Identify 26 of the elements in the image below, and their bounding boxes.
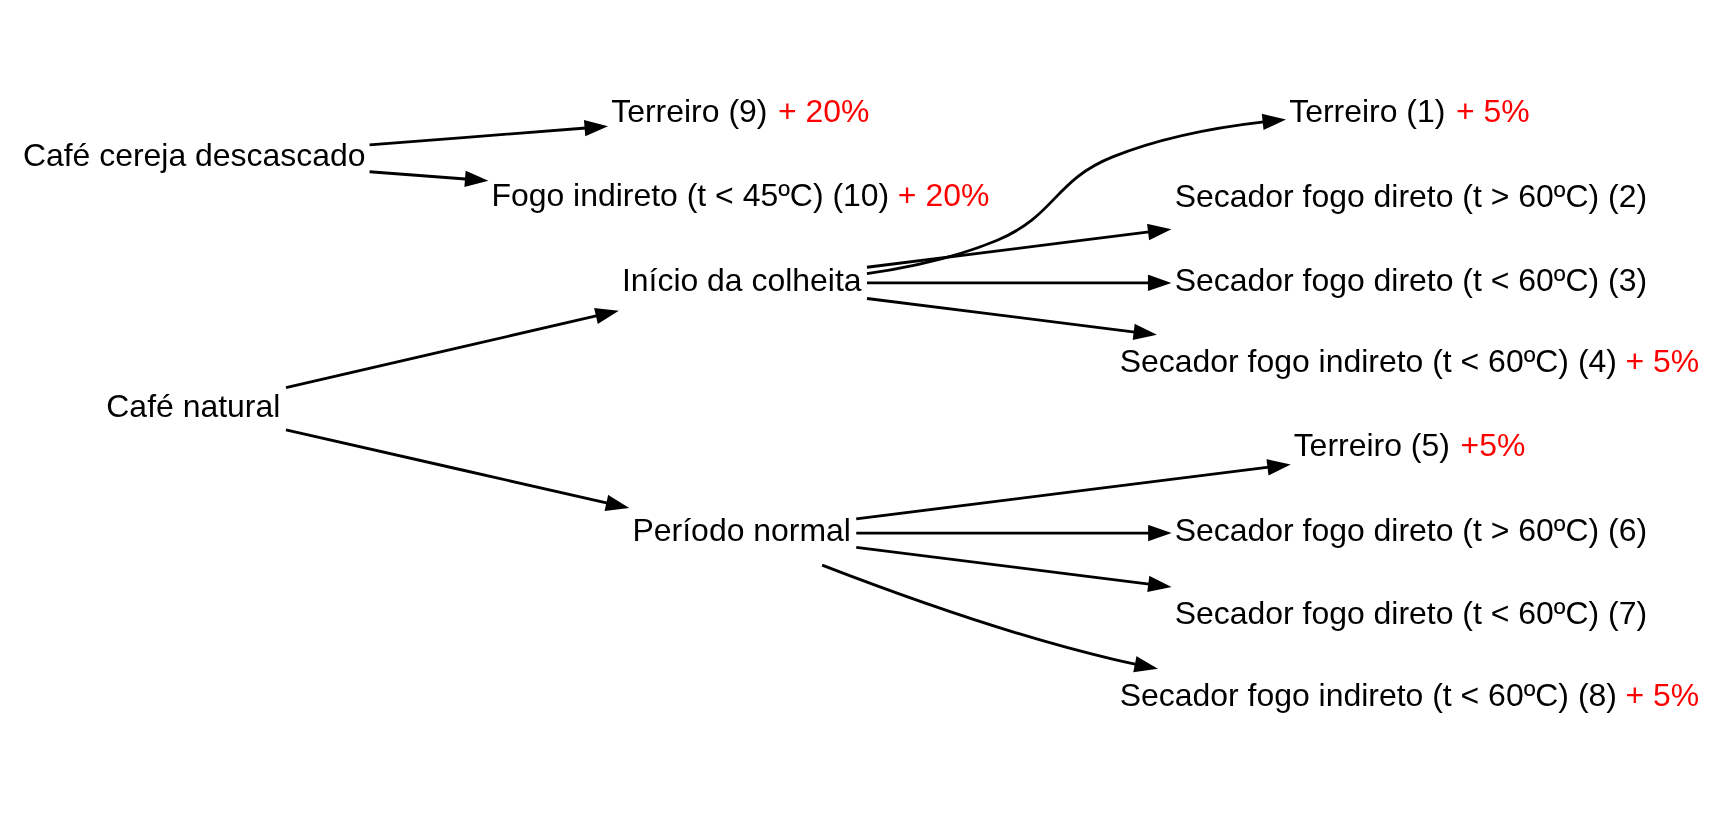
node-text: Secador fogo direto (t < 60ºC) (3) xyxy=(1174,261,1648,298)
arrow xyxy=(867,274,1172,292)
arrow xyxy=(856,459,1291,521)
arrow xyxy=(866,113,1286,276)
arrow xyxy=(866,297,1157,341)
node-text: Início da colheita xyxy=(621,261,862,298)
node-text: Fogo indireto (t < 45ºC) (10) + 20% xyxy=(491,176,990,213)
arrow xyxy=(866,223,1172,269)
node-text: Terreiro (5) +5% xyxy=(1293,426,1526,463)
arrow xyxy=(856,545,1172,593)
node-text: Secador fogo direto (t < 60ºC) (7) xyxy=(1174,595,1648,632)
arrow xyxy=(285,428,630,511)
node-text: Terreiro (1) + 5% xyxy=(1289,93,1530,130)
arrow xyxy=(285,308,619,390)
node-text: Secador fogo indireto (t < 60ºC) (4) + 5% xyxy=(1119,343,1700,380)
node-text: Café cereja descascado xyxy=(22,137,366,174)
arrow xyxy=(369,119,608,147)
arrow xyxy=(821,563,1158,673)
node-text: Secador fogo direto (t > 60ºC) (2) xyxy=(1174,178,1648,215)
arrow xyxy=(369,170,489,188)
node-text: Café natural xyxy=(106,387,281,424)
node-text: Período normal xyxy=(632,511,851,548)
node-text: Terreiro (9) + 20% xyxy=(611,93,870,130)
node-text: Secador fogo indireto (t < 60ºC) (8) + 5% xyxy=(1119,676,1700,713)
node-text: Secador fogo direto (t > 60ºC) (6) xyxy=(1174,511,1648,548)
arrow xyxy=(856,524,1172,542)
